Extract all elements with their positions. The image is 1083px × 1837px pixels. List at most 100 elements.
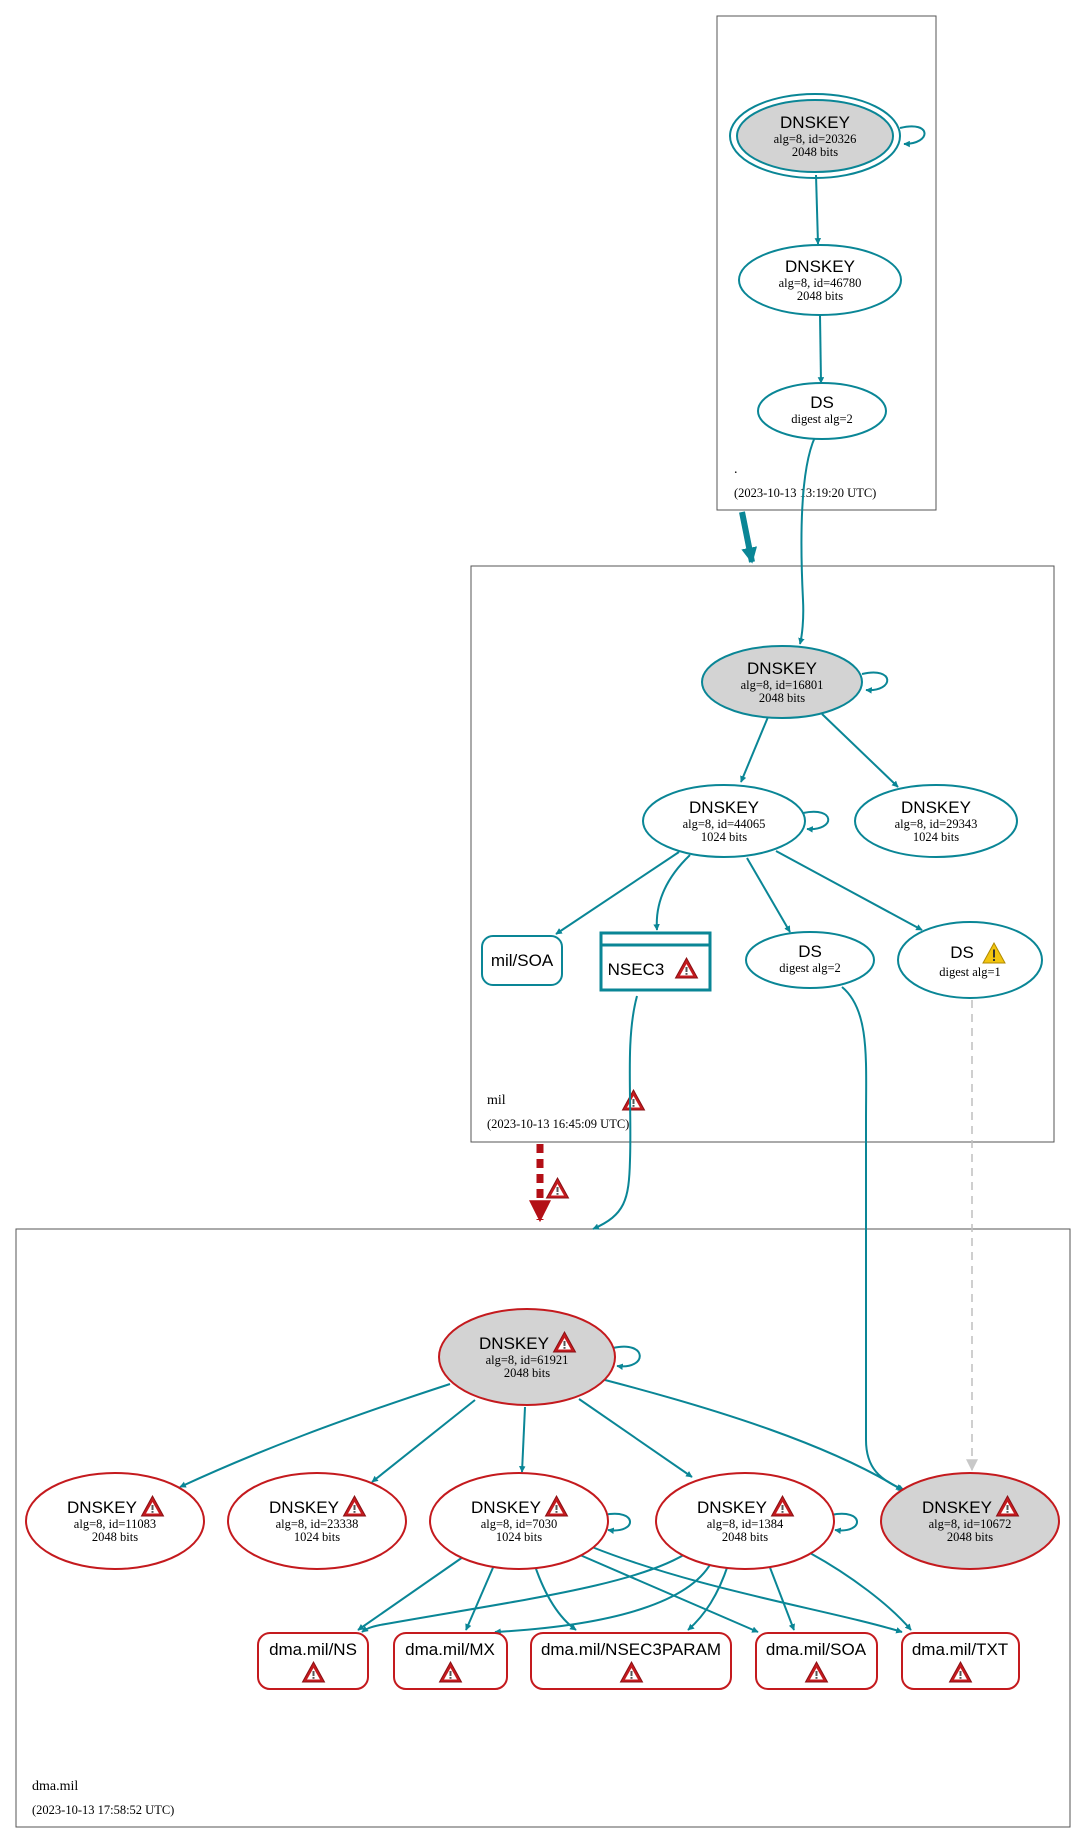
mil-zsk1-alg: alg=8, id=44065 (683, 817, 766, 831)
delegation-error-icon (545, 1177, 570, 1199)
edge-root-ds-to-mil-ksk (798, 436, 816, 645)
edge-1384-to-nsec3param (687, 1564, 729, 1631)
edge-mil-zsk1-to-nsec3 (653, 854, 691, 931)
dma-23338-alg: alg=8, id=23338 (276, 1517, 359, 1531)
edge-mil-ksk-to-zsk1 (740, 716, 769, 783)
node-dma-dnskey-10672[interactable]: DNSKEY alg=8, id=10672 2048 bits (880, 1472, 1060, 1570)
node-dma-dnskey-23338[interactable]: DNSKEY alg=8, id=23338 1024 bits (227, 1472, 407, 1570)
dma-10672-title: DNSKEY (922, 1498, 992, 1517)
node-dma-dnskey-61921[interactable]: DNSKEY alg=8, id=61921 2048 bits (438, 1308, 616, 1406)
edge-dma-ksk-to-23338 (371, 1399, 476, 1483)
node-mil-dnskey-16801[interactable]: DNSKEY alg=8, id=16801 2048 bits (701, 645, 863, 719)
edge-mil-zsk1-self (802, 810, 830, 833)
node-root-dnskey-20326[interactable]: DNSKEY alg=8, id=20326 2048 bits (729, 93, 901, 179)
dma-1384-title: DNSKEY (697, 1498, 767, 1517)
node-root-ds[interactable]: DS digest alg=2 (757, 382, 887, 440)
mil-zsk1-title: DNSKEY (689, 798, 759, 817)
edge-mil-zsk1-to-soa (555, 851, 680, 935)
root-ds-title: DS (810, 393, 834, 412)
edge-mil-zsk1-to-ds2 (746, 857, 791, 933)
dma-23338-bits: 1024 bits (294, 1530, 340, 1544)
mil-soa-label: mil/SOA (491, 951, 554, 970)
edge-dma-ksk-to-1384 (578, 1398, 693, 1478)
node-dma-txt[interactable]: dma.mil/TXT (901, 1632, 1020, 1690)
dma-11083-alg: alg=8, id=11083 (74, 1517, 156, 1531)
edge-7030-to-nsec3param (534, 1565, 577, 1631)
mil-ds2-digest: digest alg=2 (779, 961, 841, 975)
zone-mil-name: mil (487, 1093, 506, 1108)
dma-7030-alg: alg=8, id=7030 (481, 1517, 558, 1531)
dma-nsec3param-label: dma.mil/NSEC3PARAM (541, 1640, 721, 1659)
edge-1384-to-soa (768, 1564, 795, 1631)
dma-ksk-bits: 2048 bits (504, 1366, 550, 1380)
dma-7030-bits: 1024 bits (496, 1530, 542, 1544)
zone-dma-name: dma.mil (32, 1779, 78, 1794)
edge-7030-to-mx (465, 1562, 496, 1631)
edge-1384-to-ns (361, 1550, 691, 1633)
edge-dma-ksk-self (612, 1345, 641, 1370)
dma-txt-label: dma.mil/TXT (912, 1640, 1008, 1659)
edge-dma-7030-self (603, 1512, 631, 1534)
dma-11083-title: DNSKEY (67, 1498, 137, 1517)
root-ds-digest: digest alg=2 (791, 412, 853, 426)
edge-mil-ksk-to-zsk2 (821, 713, 899, 788)
node-dma-soa[interactable]: dma.mil/SOA (755, 1632, 878, 1690)
edge-root-ksk-to-zsk (814, 174, 822, 245)
node-mil-ds-alg2[interactable]: DS digest alg=2 (745, 931, 875, 989)
root-zsk-title: DNSKEY (785, 257, 855, 276)
zone-dma-timestamp: (2023-10-13 17:58:52 UTC) (32, 1803, 174, 1817)
dma-10672-bits: 2048 bits (947, 1530, 993, 1544)
edges (179, 125, 978, 1635)
node-mil-dnskey-29343[interactable]: DNSKEY alg=8, id=29343 1024 bits (854, 784, 1018, 858)
node-dma-dnskey-1384[interactable]: DNSKEY alg=8, id=1384 2048 bits (655, 1472, 835, 1570)
node-mil-soa[interactable]: mil/SOA (481, 935, 563, 986)
edge-mil-ksk-self (861, 671, 889, 694)
node-dma-dnskey-11083[interactable]: DNSKEY alg=8, id=11083 2048 bits (25, 1472, 205, 1570)
zone-root-name: . (734, 462, 738, 477)
edge-root-zsk-to-ds (817, 314, 825, 384)
mil-zsk2-bits: 1024 bits (913, 830, 959, 844)
dma-23338-title: DNSKEY (269, 1498, 339, 1517)
mil-zsk2-alg: alg=8, id=29343 (895, 817, 978, 831)
mil-ksk-alg: alg=8, id=16801 (741, 678, 824, 692)
edge-dma-ksk-to-11083 (179, 1383, 451, 1488)
zone-root-timestamp: (2023-10-13 13:19:20 UTC) (734, 486, 876, 500)
edge-7030-to-soa (579, 1554, 759, 1633)
dma-1384-bits: 2048 bits (722, 1530, 768, 1544)
mil-ds2-title: DS (798, 942, 822, 961)
node-dma-dnskey-7030[interactable]: DNSKEY alg=8, id=7030 1024 bits (429, 1472, 609, 1570)
dma-11083-bits: 2048 bits (92, 1530, 138, 1544)
edge-mil-zsk1-to-ds1 (775, 850, 923, 931)
edge-dma-ksk-to-10672 (604, 1379, 903, 1491)
mil-ds1-digest: digest alg=1 (939, 965, 1001, 979)
root-ksk-title: DNSKEY (780, 113, 850, 132)
dma-mx-label: dma.mil/MX (405, 1640, 495, 1659)
node-dma-mx[interactable]: dma.mil/MX (393, 1632, 508, 1690)
dma-soa-label: dma.mil/SOA (766, 1640, 867, 1659)
dma-ksk-alg: alg=8, id=61921 (486, 1353, 569, 1367)
edge-mil-nsec3-to-dma (592, 995, 638, 1230)
edge-delegation-root-to-mil (739, 511, 758, 564)
dma-7030-title: DNSKEY (471, 1498, 541, 1517)
edge-dma-1384-self (830, 1512, 858, 1534)
edge-7030-to-txt (591, 1546, 903, 1634)
node-root-dnskey-46780[interactable]: DNSKEY alg=8, id=46780 2048 bits (738, 244, 902, 316)
edge-root-ksk-self (899, 125, 926, 148)
mil-ds1-title: DS (950, 943, 974, 962)
node-mil-nsec3[interactable]: NSEC3 (599, 931, 712, 992)
edge-1384-to-txt (809, 1552, 912, 1631)
node-mil-ds-alg1[interactable]: DS digest alg=1 (897, 921, 1043, 999)
node-dma-ns[interactable]: dma.mil/NS (257, 1632, 369, 1690)
edge-dma-ksk-to-7030 (519, 1406, 526, 1473)
dma-ksk-title: DNSKEY (479, 1334, 549, 1353)
mil-ksk-bits: 2048 bits (759, 691, 805, 705)
node-mil-dnskey-44065[interactable]: DNSKEY alg=8, id=44065 1024 bits (642, 784, 806, 858)
root-ksk-alg: alg=8, id=20326 (774, 132, 857, 146)
root-ksk-bits: 2048 bits (792, 145, 838, 159)
zone-mil-timestamp: (2023-10-13 16:45:09 UTC) (487, 1117, 629, 1131)
dma-1384-alg: alg=8, id=1384 (707, 1517, 784, 1531)
mil-nsec3-label: NSEC3 (608, 960, 665, 979)
node-dma-nsec3param[interactable]: dma.mil/NSEC3PARAM (530, 1632, 732, 1690)
edge-7030-to-ns (357, 1556, 464, 1631)
